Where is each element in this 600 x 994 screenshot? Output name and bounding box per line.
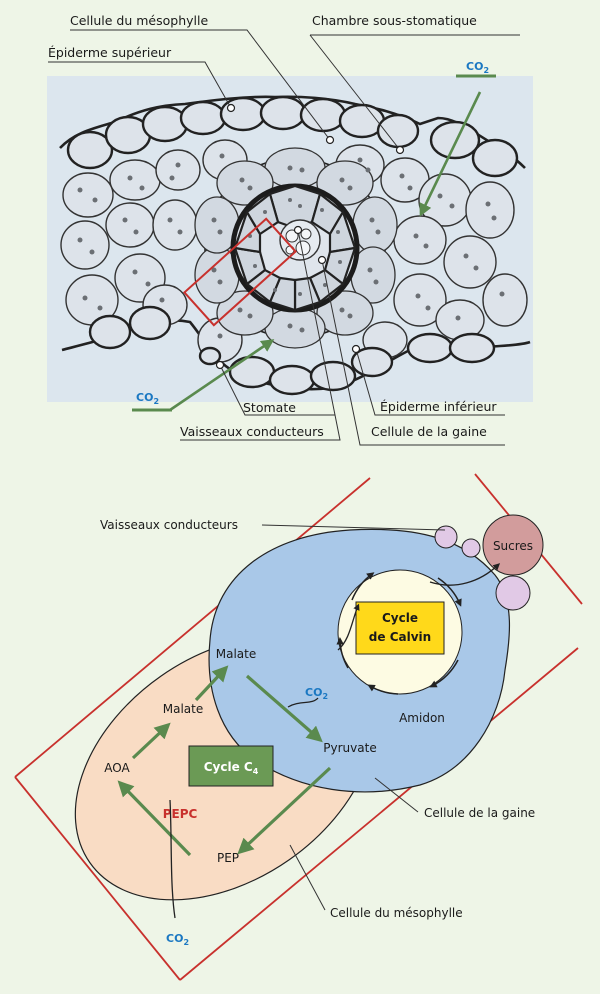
pyruvate-label: Pyruvate xyxy=(323,741,376,755)
sugar-export-arrow xyxy=(429,563,501,586)
label-lower-epidermis: Épiderme inférieur xyxy=(380,399,497,414)
schematic-frame xyxy=(14,473,583,981)
zoom-region-box xyxy=(182,217,298,327)
vessel-circle-small xyxy=(434,525,458,549)
lower-epidermis-cells xyxy=(88,305,496,396)
malate-sheath-label: Malate xyxy=(216,647,256,661)
leader-sheath xyxy=(374,777,419,813)
calvin-cycle-box xyxy=(355,601,445,655)
leader-mesophyll xyxy=(289,844,326,911)
leader-vessels xyxy=(261,524,446,531)
vessel-circle-tiny xyxy=(461,538,481,558)
c4-pathway-arrows xyxy=(117,665,332,857)
label-substomatal-chamber: Chambre sous-stomatique xyxy=(312,13,477,28)
top-leader-markers xyxy=(215,103,405,370)
co2-release-label: CO2 xyxy=(305,686,328,701)
malate-mesophyll-label: Malate xyxy=(163,702,203,716)
aoa-label: AOA xyxy=(104,761,130,775)
calvin-label-line1: Cycle xyxy=(382,611,418,625)
co2-entry-label: CO2 xyxy=(166,932,189,947)
co2-path-upper xyxy=(419,91,482,217)
c4-cycle-box xyxy=(188,745,274,787)
calvin-label-line2: de Calvin xyxy=(369,630,431,644)
c4-cycle-label: Cycle C4 xyxy=(204,760,259,776)
co2-label-lower: CO2 xyxy=(136,391,159,406)
label-top-sheath-cell: Cellule de la gaine xyxy=(371,424,487,439)
c4-schematic: Cycle de Calvin Sucres Vaisseaux conduct… xyxy=(14,473,583,981)
calvin-cycle-arrows xyxy=(336,572,462,695)
sugars-label: Sucres xyxy=(493,539,533,553)
leaf-section-micrograph: Cellule du mésophylle Chambre sous-stoma… xyxy=(47,13,533,446)
sugars-circle xyxy=(482,514,544,576)
pepc-label: PEPC xyxy=(163,807,198,821)
co2-to-calvin-arrow xyxy=(337,603,360,651)
co2-path-lower xyxy=(169,339,275,412)
label-top-mesophyll-cell: Cellule du mésophylle xyxy=(70,13,208,28)
label-stoma: Stomate xyxy=(243,400,296,415)
co2-label-upper: CO2 xyxy=(466,60,489,75)
label-bottom-vessels: Vaisseaux conducteurs xyxy=(100,518,238,532)
chloroplast-dots xyxy=(77,153,505,339)
co2-entry-arrow xyxy=(169,799,176,919)
vessel-circle-large xyxy=(495,575,531,611)
bundle-sheath-ring xyxy=(194,147,398,349)
top-leader-lines xyxy=(48,29,520,446)
starch-label: Amidon xyxy=(399,711,445,725)
label-top-vessels: Vaisseaux conducteurs xyxy=(180,424,324,439)
pep-label: PEP xyxy=(217,851,239,865)
label-bottom-mesophyll-cell: Cellule du mésophylle xyxy=(330,906,463,920)
label-bottom-sheath-cell: Cellule de la gaine xyxy=(424,806,535,820)
label-upper-epidermis: Épiderme supérieur xyxy=(48,45,172,60)
co2-release-tick xyxy=(287,697,319,708)
